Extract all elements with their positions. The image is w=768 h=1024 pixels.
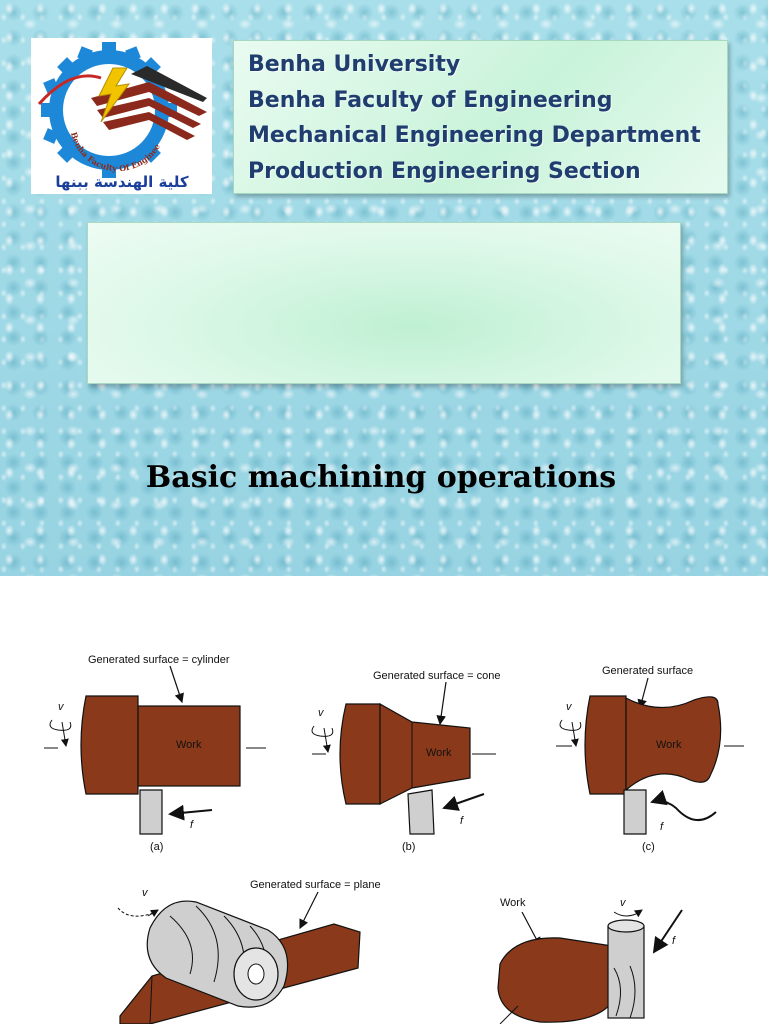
panel-c-workpiece-contour xyxy=(625,696,722,792)
panel-b-workpiece-cone xyxy=(379,702,471,805)
machining-figure: Generated surface = cylinder Work f v (a… xyxy=(0,576,768,1024)
panel-e-feed-label: f xyxy=(672,935,676,947)
header-university: Benha University xyxy=(248,52,461,77)
panel-a-surface-label: Generated surface = cylinder xyxy=(88,654,230,666)
faculty-logo: Benha Faculty Of Engineering كلية الهندس… xyxy=(31,38,212,194)
panel-a-cutting-tool xyxy=(139,789,163,835)
panel-d-milling-cutter xyxy=(146,900,289,1008)
header-section: Production Engineering Section xyxy=(248,158,641,184)
machining-operations-diagram: Generated surface = cylinder Work f v (a… xyxy=(44,654,744,1024)
panel-b-cutting-tool xyxy=(407,789,435,835)
panel-c-feed-label: f xyxy=(660,821,664,833)
panel-c-caption: (c) xyxy=(642,841,655,853)
panel-b-feed-label: f xyxy=(460,815,464,827)
header-department: Mechanical Engineering Department xyxy=(248,123,701,148)
panel-c-speed-label: v xyxy=(566,701,573,713)
gear-logo-icon: Benha Faculty Of Engineering xyxy=(31,38,207,178)
slide-title: Basic machining operations xyxy=(145,460,617,495)
panel-a-work-label: Work xyxy=(176,739,202,751)
panel-e-end-milling: Work v f xyxy=(497,897,683,1024)
institution-header: Benha University Benha Faculty of Engine… xyxy=(233,40,728,194)
panel-a-feed-label: f xyxy=(190,819,194,831)
panel-b-workpiece-body xyxy=(339,703,381,805)
panel-a-turning: Generated surface = cylinder Work f v (a… xyxy=(44,654,266,853)
panel-d-speed-label: v xyxy=(142,887,149,899)
panel-c-workpiece-body xyxy=(584,695,627,795)
panel-b-surface-label: Generated surface = cone xyxy=(373,670,501,682)
panel-c-cutting-tool xyxy=(623,789,647,835)
panel-b-work-label: Work xyxy=(426,747,452,759)
panel-e-workpiece xyxy=(497,937,621,1023)
panel-a-workpiece-body xyxy=(80,695,139,795)
panel-d-plain-milling: Generated surface = plane v xyxy=(117,879,381,1024)
panel-a-workpiece-cut xyxy=(137,705,241,787)
panel-d-surface-label: Generated surface = plane xyxy=(250,879,381,891)
header-faculty: Benha Faculty of Engineering xyxy=(248,87,613,113)
panel-e-end-mill xyxy=(607,919,645,1019)
panel-c-work-label: Work xyxy=(656,739,682,751)
panel-b-taper-turning: Generated surface = cone Work f v (b) xyxy=(311,670,501,853)
panel-c-contour-turning: Generated surface Work f v (c) xyxy=(556,665,744,853)
logo-arabic-text: كلية الهندسة ببنها xyxy=(55,173,189,191)
panel-b-caption: (b) xyxy=(402,841,415,853)
panel-e-work-label: Work xyxy=(500,897,526,909)
empty-content-panel xyxy=(87,222,681,384)
title-slide: Benha Faculty Of Engineering كلية الهندس… xyxy=(0,0,768,576)
panel-e-speed-label: v xyxy=(620,897,627,909)
panel-b-speed-label: v xyxy=(318,707,325,719)
panel-a-speed-label: v xyxy=(58,701,65,713)
panel-c-surface-label: Generated surface xyxy=(602,665,693,677)
panel-a-caption: (a) xyxy=(150,841,163,853)
